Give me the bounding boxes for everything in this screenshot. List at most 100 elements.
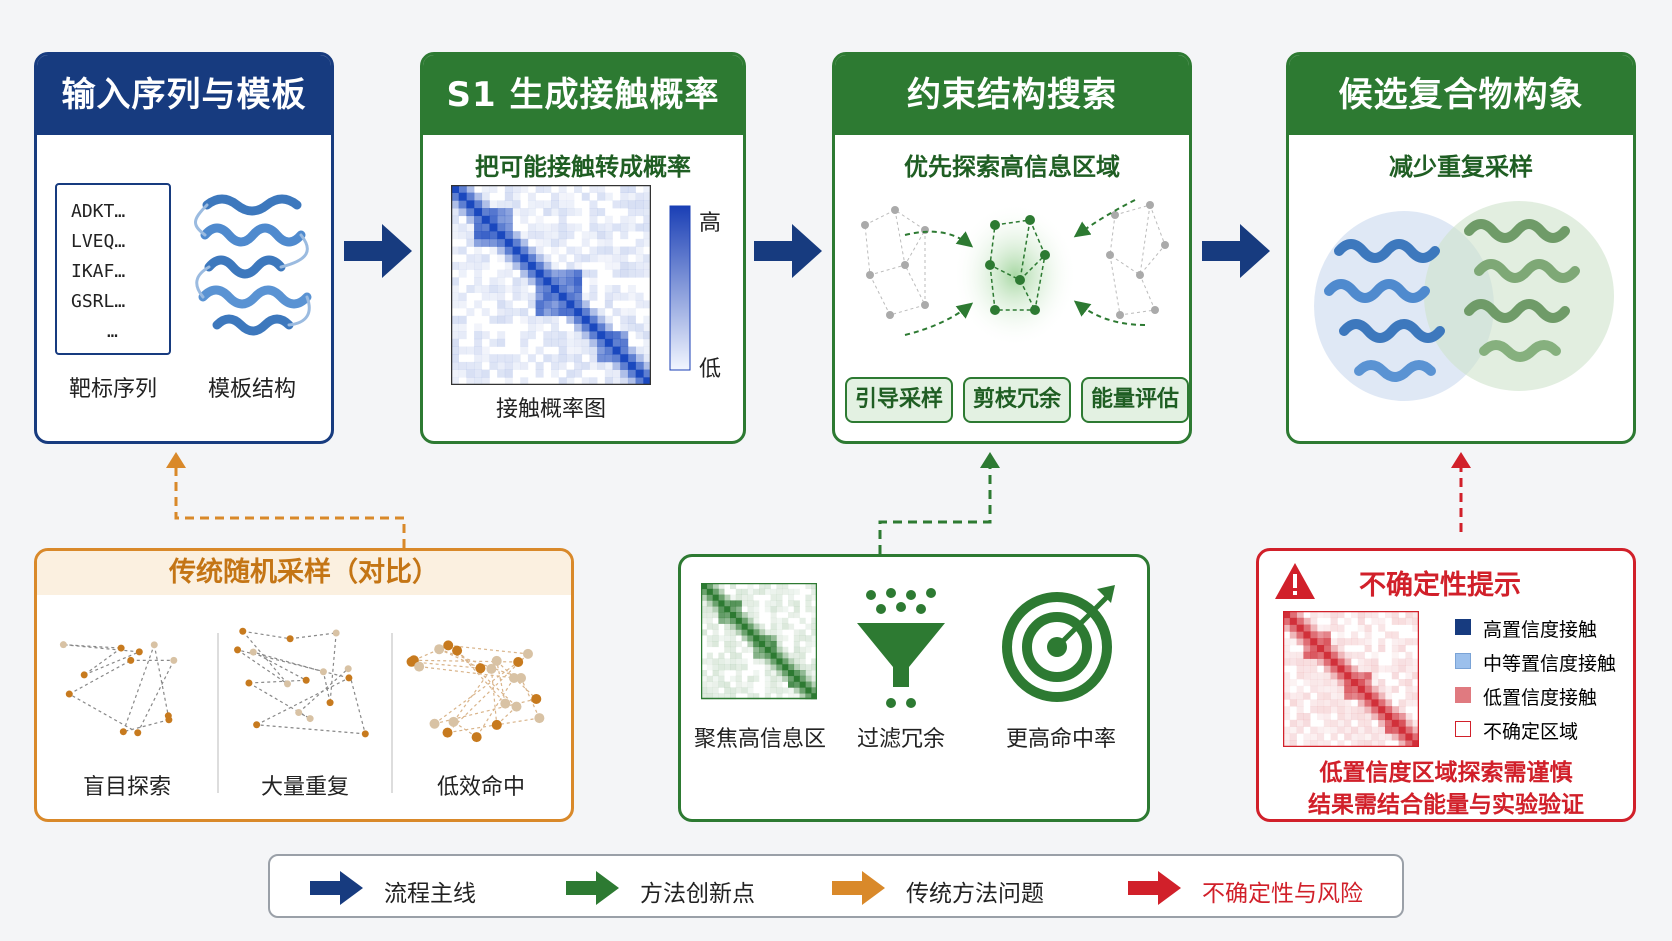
heatmap-cell — [551, 208, 559, 217]
heatmap-cell — [581, 308, 590, 317]
heatmap-cell — [504, 185, 513, 193]
heatmap-cell — [724, 629, 731, 636]
heatmap-cell — [520, 215, 529, 224]
heatmap-cell — [1398, 719, 1406, 727]
heatmap-cell — [489, 277, 498, 286]
heatmap-cell — [1398, 658, 1406, 666]
heatmap-cell — [543, 261, 552, 270]
sampling-node — [65, 690, 73, 698]
heatmap-cell — [635, 300, 644, 309]
heatmap-cell — [1323, 740, 1331, 747]
heatmap-cell — [643, 331, 651, 340]
heatmap-cell — [451, 192, 459, 201]
protein-complex-icon — [1314, 201, 1614, 401]
heatmap-cell — [1283, 692, 1291, 700]
heatmap-cell — [466, 192, 475, 201]
heatmap-cell — [558, 231, 567, 240]
heatmap-cell — [581, 300, 590, 309]
sampling-node — [59, 641, 67, 649]
heatmap-cell — [474, 277, 483, 286]
heatmap-cell — [1412, 726, 1419, 734]
heatmap-cell — [604, 246, 613, 255]
panel-title: 输入序列与模板 — [37, 55, 331, 135]
sampling-edge — [434, 661, 519, 725]
heatmap-cell — [811, 583, 817, 590]
heatmap-cell — [474, 323, 483, 332]
heatmap-cell — [1337, 692, 1345, 700]
heatmap-cell — [1391, 719, 1399, 727]
heatmap-cell — [551, 354, 559, 363]
heatmap-cell — [805, 681, 812, 688]
heatmap-cell — [1289, 658, 1297, 666]
heatmap-cell — [764, 641, 771, 648]
heatmap-cell — [1405, 611, 1413, 619]
heatmap-cell — [551, 285, 559, 293]
chip-guided-sampling: 引导采样 — [845, 377, 953, 423]
heatmap-cell — [1371, 679, 1379, 687]
heatmap-cell — [747, 693, 754, 700]
heatmap-cell — [747, 606, 754, 613]
heatmap-cell — [1357, 692, 1365, 700]
heatmap-cell — [589, 361, 598, 370]
heatmap-cell — [527, 231, 536, 240]
sampling-node — [127, 656, 135, 664]
heatmap-cell — [1323, 679, 1331, 687]
heatmap-cell — [481, 377, 490, 385]
heatmap-cell — [497, 277, 506, 286]
heatmap-cell — [466, 377, 475, 385]
heatmap-cell — [753, 635, 760, 642]
heatmap-cell — [497, 308, 506, 317]
heatmap-cell — [724, 635, 731, 642]
flow-arrow-icon — [344, 224, 412, 278]
heatmap-cell — [574, 277, 583, 286]
heatmap-cell — [1310, 665, 1318, 673]
heatmap-cell — [643, 323, 651, 332]
heatmap-cell — [527, 277, 536, 286]
heatmap-cell — [788, 664, 795, 671]
heatmap-cell — [597, 223, 606, 232]
heatmap-cell — [1317, 726, 1325, 734]
heatmap-cell — [520, 292, 529, 301]
heatmap-cell — [551, 238, 559, 247]
heatmap-cell — [466, 261, 475, 270]
heatmap-cell — [543, 308, 552, 317]
heatmap-cell — [635, 323, 644, 332]
heatmap-cell — [770, 594, 777, 601]
heatmap-cell — [706, 588, 713, 595]
heatmap-cell — [620, 354, 629, 363]
heatmap-cell — [512, 261, 521, 270]
heatmap-cell — [770, 641, 777, 648]
heatmap-cell — [1371, 726, 1379, 734]
heatmap-cell — [627, 346, 636, 355]
heatmap-cell — [574, 269, 583, 278]
heatmap-cell — [551, 369, 559, 378]
heatmap-cell — [574, 246, 583, 255]
heatmap-cell — [1344, 692, 1352, 700]
heatmap-cell — [1317, 679, 1325, 687]
sequence-line: IKAF… — [71, 261, 126, 282]
heatmap-cell — [451, 223, 459, 232]
heatmap-cell — [581, 331, 590, 340]
heatmap-cell — [1344, 706, 1352, 714]
heatmap-cell — [481, 308, 490, 317]
heatmap-cell — [730, 594, 737, 601]
heatmap-cell — [474, 369, 483, 378]
sampling-node — [448, 716, 459, 727]
heatmap-cell — [764, 635, 771, 642]
heatmap-cell — [1351, 706, 1359, 714]
heatmap-cell — [635, 261, 644, 270]
heatmap-cell — [730, 641, 737, 648]
heatmap-cell — [620, 346, 629, 355]
heatmap-cell — [466, 346, 475, 355]
legend-high: 高置信度接触 — [1483, 619, 1598, 641]
heatmap-cell — [474, 261, 483, 270]
heatmap-cell — [1330, 617, 1338, 625]
heatmap-cell — [458, 369, 467, 378]
heatmap-cell — [512, 231, 521, 240]
heatmap-cell — [1351, 631, 1359, 639]
heatmap-cell — [558, 215, 567, 224]
heatmap-cell — [1357, 713, 1365, 721]
heatmap-cell — [799, 693, 806, 700]
heatmap-cell — [793, 641, 800, 648]
heatmap-cell — [474, 346, 483, 355]
